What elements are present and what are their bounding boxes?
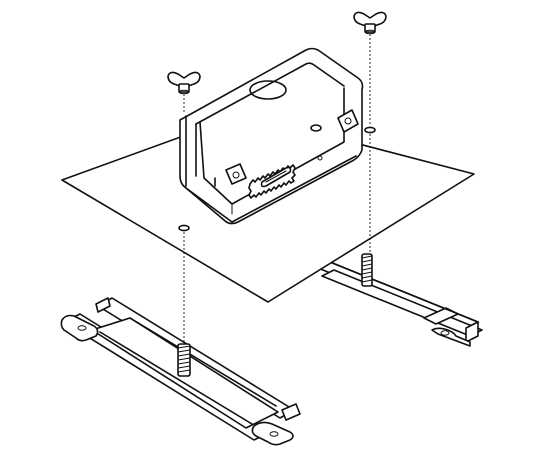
assembly-axis-lines (183, 34, 371, 344)
threaded-stud-front (177, 343, 191, 377)
wing-nut-left (167, 71, 201, 95)
junction-box (179, 47, 364, 225)
plate-holes (178, 126, 376, 232)
wing-nut-right (353, 11, 387, 35)
threaded-stud-back (361, 253, 373, 287)
channel-bracket-back (317, 261, 483, 347)
